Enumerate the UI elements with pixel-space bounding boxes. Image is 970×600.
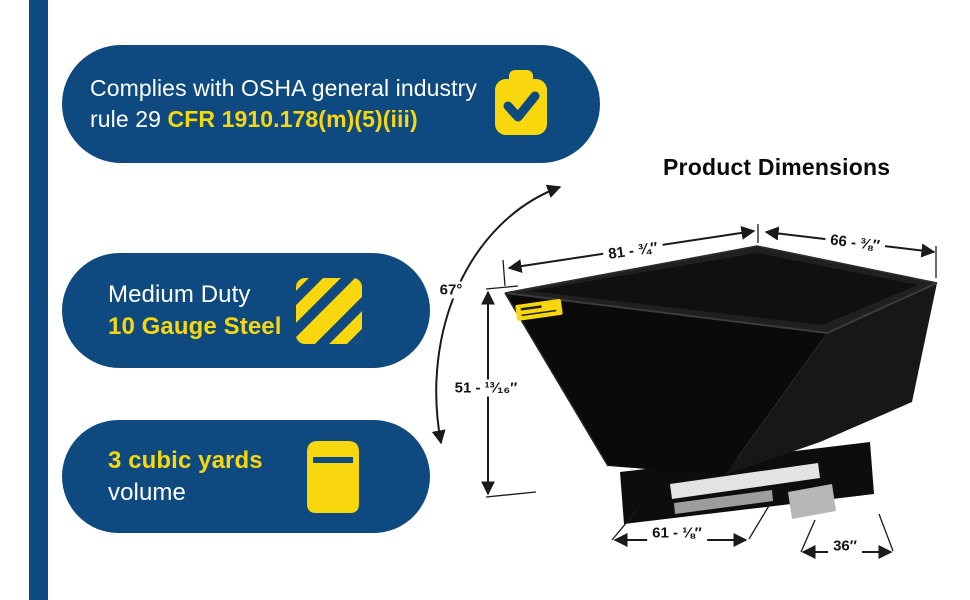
callout-duty: Medium Duty 10 Gauge Steel <box>62 253 430 368</box>
dim-label-base-length: 61 - ⅛″ <box>647 524 707 542</box>
left-accent-bar <box>29 0 48 600</box>
osha-rule-highlight: CFR 1910.178(m)(5)(iii) <box>167 106 418 132</box>
hopper-illustration <box>470 230 960 570</box>
dim-label-dump-angle: 67° <box>434 281 468 299</box>
callout-volume-line1: 3 cubic yards <box>108 446 263 474</box>
callout-osha-text: Complies with OSHA general industry rule… <box>90 73 477 135</box>
container-icon <box>302 437 364 517</box>
hopper-right-face <box>725 283 937 475</box>
callout-duty-line1: Medium Duty <box>108 280 251 308</box>
diagonal-stripes-icon <box>296 277 362 344</box>
callout-volume-line2: volume <box>108 478 186 506</box>
hopper-front-face <box>505 293 827 475</box>
clipboard-check-icon <box>492 70 550 138</box>
callout-duty-line2: 10 Gauge Steel <box>108 312 282 340</box>
callout-duty-text: Medium Duty 10 Gauge Steel <box>108 279 281 343</box>
product-dimensions-title: Product Dimensions <box>663 154 891 180</box>
callout-osha-line1: Complies with OSHA general industry <box>90 75 477 101</box>
callout-osha: Complies with OSHA general industry rule… <box>62 45 600 163</box>
callout-volume: 3 cubic yards volume <box>62 420 430 533</box>
callout-osha-line2: rule 29 CFR 1910.178(m)(5)(iii) <box>90 106 418 132</box>
dim-label-base-width: 36″ <box>828 537 862 555</box>
callout-volume-text: 3 cubic yards volume <box>108 445 263 509</box>
dim-label-height: 51 - ¹³⁄₁₆″ <box>449 379 523 397</box>
